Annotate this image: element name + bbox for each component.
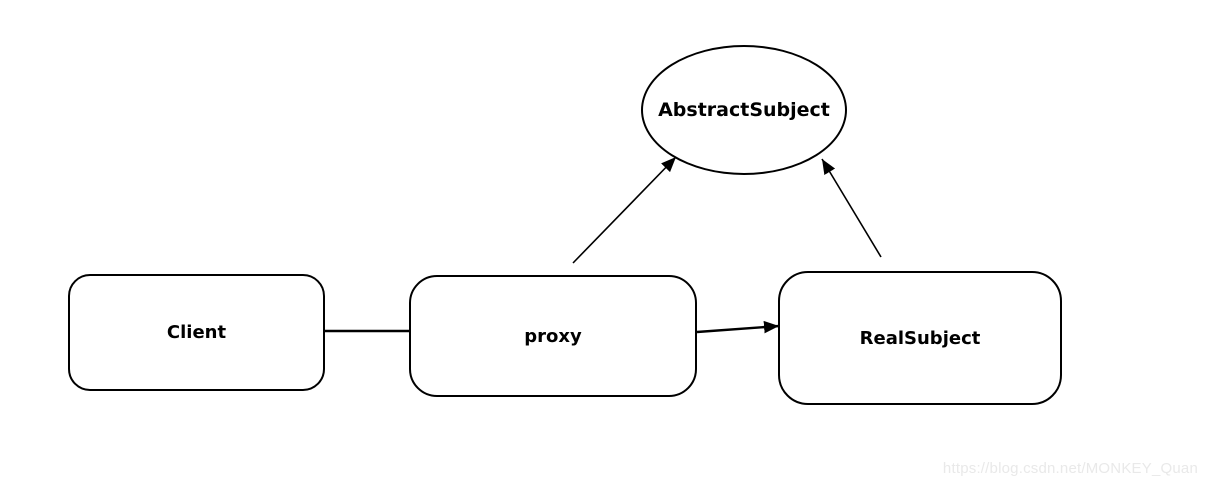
node-abstract-subject-label: AbstractSubject [658, 99, 830, 121]
edge-proxy-realsubject [696, 320, 780, 334]
node-abstract-subject: AbstractSubject [641, 45, 847, 175]
edge-realsubject-abstractsubject [821, 158, 882, 258]
node-client: Client [68, 274, 325, 391]
node-client-label: Client [166, 322, 227, 343]
node-proxy-label: proxy [524, 325, 582, 347]
watermark-url: https://blog.csdn.net/MONKEY_Quan [942, 460, 1198, 477]
node-real-subject: RealSubject [778, 271, 1062, 405]
edge-proxy-abstractsubject [572, 156, 677, 264]
node-real-subject-label: RealSubject [859, 327, 981, 349]
node-proxy: proxy [409, 275, 697, 397]
